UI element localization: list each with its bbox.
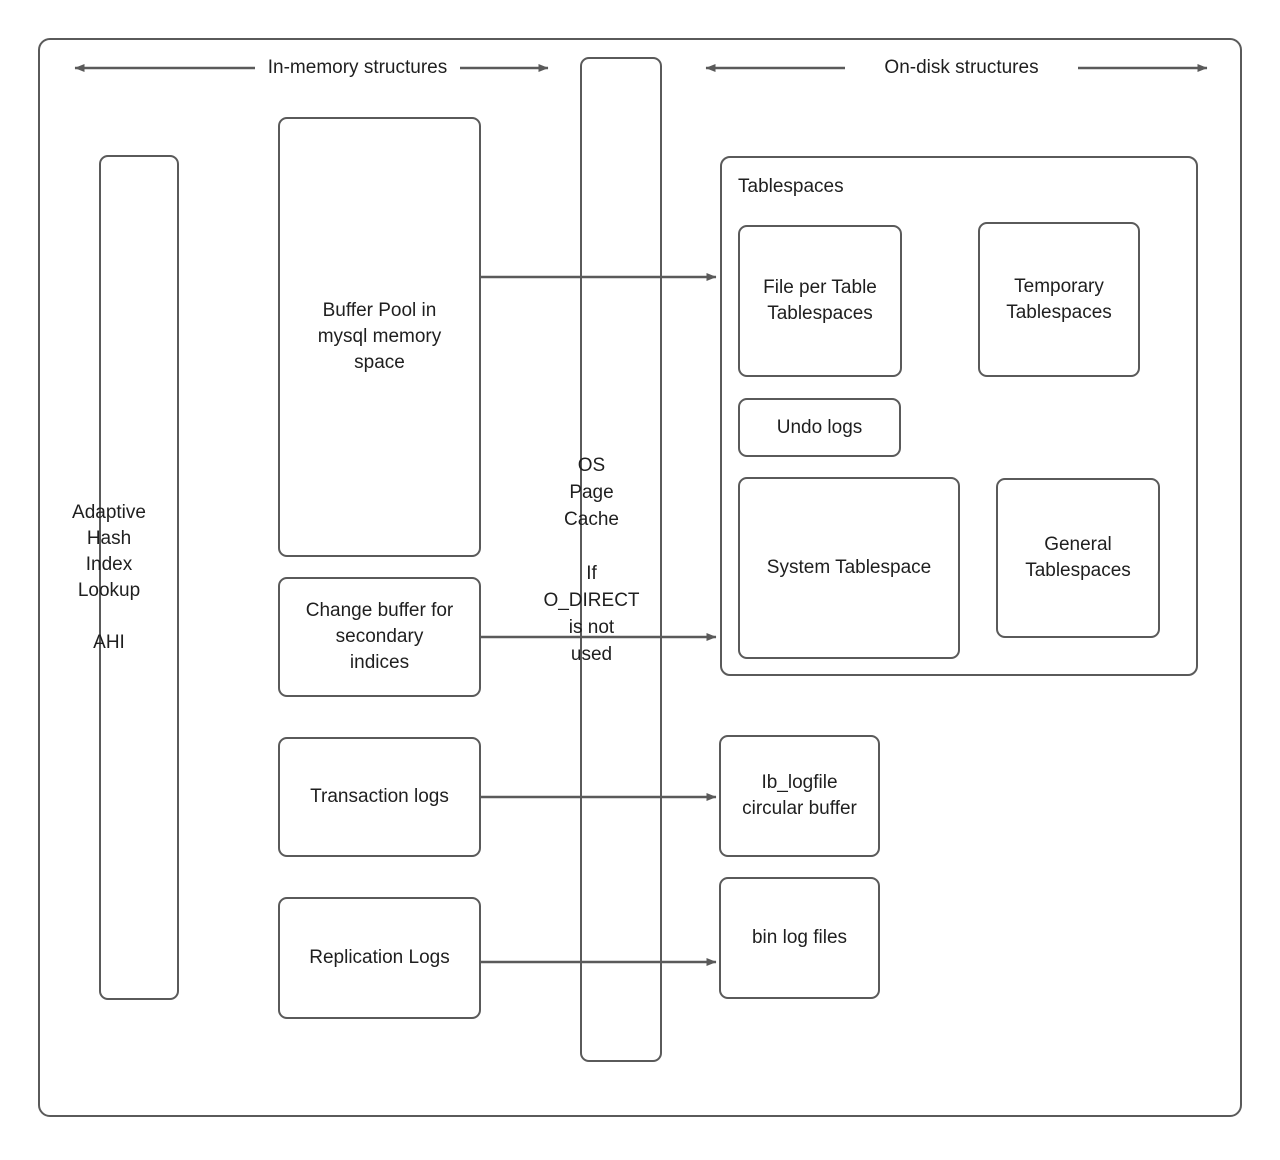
temporary-tablespaces-label: Temporary Tablespaces bbox=[1006, 275, 1112, 323]
replication-logs-box[interactable]: Replication Logs bbox=[278, 897, 481, 1019]
ib-logfile-label: Ib_logfile circular buffer bbox=[742, 772, 857, 819]
ib-logfile-box[interactable]: Ib_logfile circular buffer bbox=[719, 735, 880, 857]
in-memory-structures-label: In-memory structures bbox=[267, 57, 448, 78]
transaction-logs-box[interactable]: Transaction logs bbox=[278, 737, 481, 857]
general-tablespaces-box[interactable]: General Tablespaces bbox=[996, 478, 1160, 638]
system-tablespace-box[interactable]: System Tablespace bbox=[738, 477, 960, 659]
adaptive-hash-index-label: Adaptive Hash Index Lookup AHI bbox=[72, 501, 146, 653]
bin-log-files-box[interactable]: bin log files bbox=[719, 877, 880, 999]
undo-logs-box[interactable]: Undo logs bbox=[738, 398, 901, 457]
system-tablespace-label: System Tablespace bbox=[766, 557, 932, 578]
undo-logs-label: Undo logs bbox=[776, 416, 863, 438]
buffer-pool-label: Buffer Pool in mysql memory space bbox=[317, 300, 442, 373]
change-buffer-box[interactable]: Change buffer for secondary indices bbox=[278, 577, 481, 697]
replication-logs-label: Replication Logs bbox=[309, 947, 450, 968]
outer-frame bbox=[38, 38, 1242, 1117]
file-per-table-tablespaces-box[interactable]: File per Table Tablespaces bbox=[738, 225, 902, 377]
tablespaces-group-title: Tablespaces bbox=[738, 176, 844, 197]
tablespaces-group bbox=[720, 156, 1198, 676]
adaptive-hash-index-box[interactable]: Adaptive Hash Index Lookup AHI bbox=[72, 155, 179, 1000]
os-page-cache-label: OS Page Cache If O_DIRECT is not used bbox=[543, 454, 640, 665]
general-tablespaces-label: General Tablespaces bbox=[1025, 534, 1131, 581]
on-disk-structures-label: On-disk structures bbox=[884, 57, 1039, 78]
buffer-pool-box[interactable]: Buffer Pool in mysql memory space bbox=[278, 117, 481, 557]
transaction-logs-label: Transaction logs bbox=[310, 786, 449, 807]
bin-log-files-label: bin log files bbox=[751, 927, 848, 948]
temporary-tablespaces-box[interactable]: Temporary Tablespaces bbox=[978, 222, 1140, 377]
file-per-table-tablespaces-label: File per Table Tablespaces bbox=[763, 277, 877, 324]
os-page-cache-box[interactable]: OS Page Cache If O_DIRECT is not used bbox=[543, 57, 662, 1062]
change-buffer-label: Change buffer for secondary indices bbox=[305, 600, 454, 673]
